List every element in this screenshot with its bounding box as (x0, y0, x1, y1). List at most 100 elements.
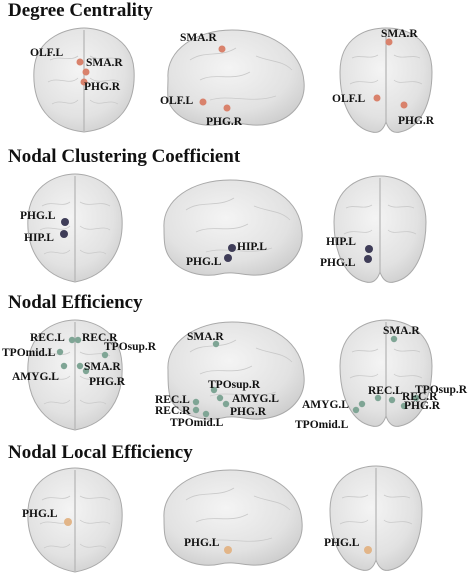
node-label: TPOmid.L (295, 419, 349, 431)
node-label: REC.L (155, 394, 190, 406)
node-sma-r (385, 38, 393, 46)
sagittal-brain-view (167, 321, 305, 420)
coronal-brain-view (333, 175, 427, 283)
node-label: PHG.R (230, 406, 267, 418)
node-rec-l (192, 398, 200, 406)
node-label: TPOsup.R (415, 384, 468, 396)
node-phg-l (364, 546, 372, 554)
coronal-brain-view (329, 465, 423, 571)
node-phg-r (222, 400, 230, 408)
node-hip-l (60, 230, 68, 238)
node-label: SMA.R (84, 361, 121, 373)
coronal-brain-view (339, 319, 433, 427)
node-label: REC.L (30, 332, 65, 344)
node-phg-l (224, 546, 232, 554)
node-amyg-l (216, 394, 224, 402)
node-phg-r (82, 367, 90, 375)
node-label: TPOsup.R (208, 379, 261, 391)
node-label: TPOsup.R (104, 341, 157, 353)
node-phg-r (80, 78, 88, 86)
node-tposup-r (101, 351, 109, 359)
node-label: HIP.L (24, 232, 54, 244)
regions-sagittal: HIP.L PHG.L (186, 241, 267, 268)
node-olf-l (76, 58, 84, 66)
node-label: PHG.L (20, 210, 56, 222)
node-label: AMYG.L (232, 393, 279, 405)
node-label: SMA.R (383, 325, 420, 337)
regions-sagittal: SMA.R TPOsup.R AMYG.L REC.L REC.R PHG.R … (155, 331, 279, 429)
node-label: OLF.L (332, 93, 365, 105)
node-amyg-l (60, 362, 68, 370)
panel-nodal-clustering-coefficient: Nodal Clustering Coefficient PHG.L HIP.L… (8, 146, 427, 283)
node-label: PHG.R (404, 400, 441, 412)
regions-axial: OLF.L SMA.R PHG.R (30, 47, 123, 93)
node-label: TPOmid.L (2, 347, 56, 359)
node-label: HIP.L (237, 241, 267, 253)
node-label: SMA.R (381, 28, 418, 40)
node-label: HIP.L (326, 236, 356, 248)
sagittal-brain-view (167, 29, 305, 126)
regions-coronal: HIP.L PHG.L (320, 236, 373, 269)
node-sma-r (218, 45, 226, 53)
node-rec-r (74, 336, 82, 344)
node-amyg-l (358, 400, 366, 408)
node-label: PHG.R (84, 81, 121, 93)
regions-coronal: PHG.L (324, 537, 372, 554)
node-label: REC.L (368, 385, 403, 397)
node-tposup-r (412, 394, 420, 402)
regions-sagittal: PHG.L (184, 537, 232, 554)
panel-title: Nodal Clustering Coefficient (8, 146, 241, 167)
node-sma-r (76, 362, 84, 370)
regions-axial: PHG.L (22, 508, 72, 526)
panel-nodal-efficiency: Nodal Efficiency REC.L REC.R TPOmid.L TP… (2, 292, 468, 431)
node-rec-l (374, 394, 382, 402)
coronal-brain-view (339, 27, 433, 133)
axial-brain-view (27, 173, 123, 283)
node-label: REC.R (402, 391, 438, 403)
node-sma-r (390, 335, 398, 343)
panel-title: Nodal Efficiency (8, 292, 143, 313)
node-phg-r (400, 402, 408, 410)
regions-coronal: SMA.R REC.L REC.R TPOsup.R AMYG.L PHG.R … (295, 325, 468, 431)
node-phg-l (64, 518, 72, 526)
node-label: REC.R (155, 405, 191, 417)
node-label: PHG.L (184, 537, 220, 549)
node-label: TPOmid.L (170, 417, 224, 429)
node-label: PHG.L (324, 537, 360, 549)
sagittal-brain-view (163, 179, 303, 276)
node-label: REC.R (82, 332, 118, 344)
node-label: PHG.L (320, 257, 356, 269)
node-label: PHG.L (22, 508, 58, 520)
axial-brain-view (27, 467, 123, 573)
node-tpomid-l (352, 406, 360, 414)
regions-axial: PHG.L HIP.L (20, 210, 69, 244)
node-phg-r (400, 101, 408, 109)
node-rec-r (388, 396, 396, 404)
node-label: PHG.L (186, 256, 222, 268)
node-label: OLF.L (160, 95, 193, 107)
node-hip-l (365, 245, 373, 253)
node-tpomid-l (202, 410, 210, 418)
node-sma-r (212, 340, 220, 348)
node-rec-l (68, 336, 76, 344)
node-label: PHG.R (206, 116, 243, 128)
panel-degree-centrality: Degree Centrality OLF.L SMA.R PHG.R SMA.… (8, 0, 435, 133)
panel-nodal-local-efficiency: Nodal Local Efficiency PHG.L PHG.L PHG.L (8, 442, 423, 573)
node-tpomid-l (56, 348, 64, 356)
panel-title: Nodal Local Efficiency (8, 442, 193, 463)
axial-brain-view (27, 319, 123, 431)
regions-sagittal: SMA.R OLF.L PHG.R (160, 32, 243, 128)
regions-axial: REC.L REC.R TPOmid.L TPOsup.R AMYG.L SMA… (2, 332, 157, 388)
node-phg-l (364, 255, 372, 263)
node-hip-l (228, 244, 236, 252)
panel-title: Degree Centrality (8, 0, 153, 21)
node-olf-l (373, 94, 381, 102)
node-phg-l (61, 218, 69, 226)
node-label: OLF.L (30, 47, 63, 59)
node-label: SMA.R (187, 331, 224, 343)
node-phg-r (223, 104, 231, 112)
node-tposup-r (210, 386, 218, 394)
node-phg-l (224, 254, 232, 262)
regions-coronal: SMA.R OLF.L PHG.R (332, 28, 435, 127)
